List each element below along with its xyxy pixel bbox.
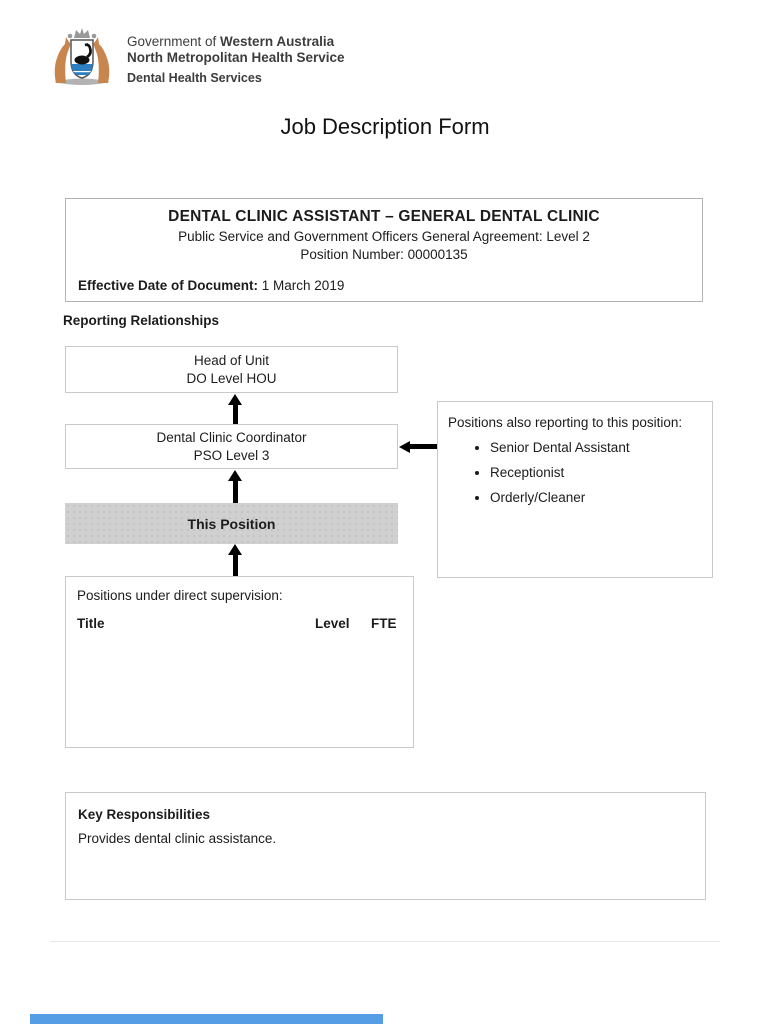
head-of-unit-level: DO Level HOU [186,370,277,386]
effective-date-label: Effective Date of Document: [78,278,259,293]
key-responsibilities-box: Key Responsibilities Provides dental cli… [65,792,706,900]
government-bold: Western Australia [220,34,335,49]
this-position-label: This Position [187,515,276,532]
reporting-relationships-heading: Reporting Relationships [63,313,220,328]
coordinator-level: PSO Level 3 [193,447,270,463]
coordinator-title: Dental Clinic Coordinator [156,429,307,445]
effective-date-row: Effective Date of Document: 1 March 2019 [66,278,702,293]
position-title-box: DENTAL CLINIC ASSISTANT – GENERAL DENTAL… [65,198,703,302]
health-service-line: North Metropolitan Health Service [127,50,345,65]
up-arrow-coordinator-to-head-icon [228,394,242,424]
key-responsibilities-heading: Key Responsibilities [78,807,211,822]
also-reporting-list: Senior Dental Assistant Receptionist Ord… [448,440,704,505]
government-prefix: Government of [127,34,221,49]
position-number: Position Number: 00000135 [300,247,468,262]
position-title: DENTAL CLINIC ASSISTANT – GENERAL DENTAL… [168,208,600,225]
supervision-box: Positions under direct supervision: Titl… [65,576,414,748]
dental-services-line: Dental Health Services [127,71,262,85]
key-responsibilities-text: Provides dental clinic assistance. [78,831,277,846]
supervision-column-headers: Title Level FTE [77,616,401,631]
page-title: Job Description Form [280,114,490,139]
also-reporting-box: Positions also reporting to this positio… [437,401,713,578]
also-reporting-item: Receptionist [490,465,704,480]
supervision-col-title: Title [77,616,105,631]
effective-date-value: 1 March 2019 [258,278,345,293]
head-of-unit-title: Head of Unit [193,352,270,368]
supervision-label: Positions under direct supervision: [77,588,283,603]
government-line: Government of Western Australia [127,34,345,50]
wa-coat-of-arms-icon [54,28,110,85]
coordinator-box: Dental Clinic Coordinator PSO Level 3 [65,424,398,469]
left-arrow-also-reporting-icon [399,440,437,453]
also-reporting-item: Senior Dental Assistant [490,440,704,455]
this-position-box: This Position [65,503,398,544]
supervision-col-level: Level [315,616,350,631]
agreement-line: Public Service and Government Officers G… [178,229,590,244]
next-page-preview-bar [30,1014,383,1024]
also-reporting-label: Positions also reporting to this positio… [448,415,683,430]
also-reporting-item: Orderly/Cleaner [490,490,704,505]
head-of-unit-box: Head of Unit DO Level HOU [65,346,398,393]
supervision-col-fte: FTE [371,616,397,631]
up-arrow-this-to-coordinator-icon [228,470,242,503]
footer-divider [50,941,720,942]
up-arrow-supervision-to-this-icon [228,544,242,576]
masthead: Government of Western Australia North Me… [127,34,345,86]
